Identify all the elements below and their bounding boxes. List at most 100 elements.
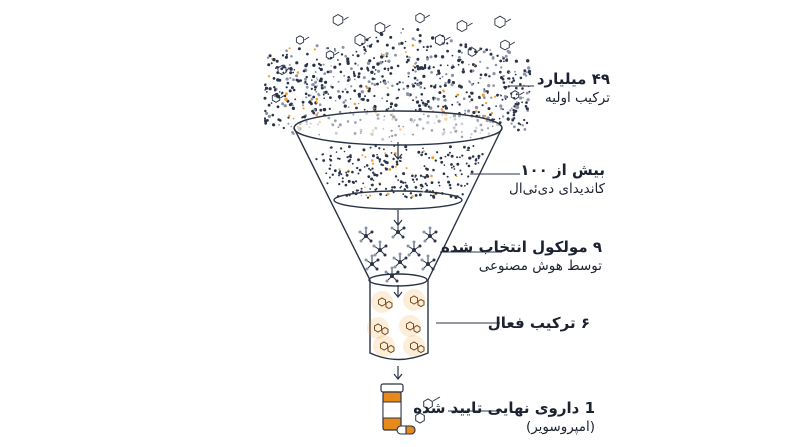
candidate-dot [474, 158, 478, 162]
compound-dot [316, 77, 318, 79]
compound-dot [356, 54, 360, 58]
compound-dot [362, 76, 366, 80]
compound-dot [272, 77, 276, 80]
compound-dot [304, 64, 308, 68]
compound-dot [411, 44, 415, 47]
candidate-dot [360, 187, 363, 190]
compound-dot [284, 55, 288, 59]
selected-molecule-icon [364, 254, 380, 271]
candidate-dot [367, 175, 371, 179]
candidate-dot [423, 165, 426, 168]
compound-dot [406, 58, 410, 62]
candidate-dot [419, 174, 423, 177]
candidate-dot [349, 155, 352, 159]
compound-dot [496, 94, 499, 97]
candidate-dot [403, 188, 406, 191]
compound-dot [285, 92, 288, 96]
candidate-dot [338, 171, 341, 175]
compound-dot [423, 65, 427, 68]
compound-dot [264, 83, 267, 87]
compound-dot [353, 89, 357, 93]
flow-arrows [393, 142, 403, 380]
molecule-atom [376, 258, 380, 262]
molecule-atom [385, 279, 389, 283]
compound-dot [439, 64, 442, 67]
cloud-molecule-icon [295, 35, 310, 45]
compound-dot [316, 79, 319, 81]
compound-dot [346, 90, 349, 94]
compound-dot [328, 107, 331, 110]
candidate-dot [383, 148, 385, 151]
candidate-dot [406, 186, 409, 189]
compound-dot [387, 69, 390, 72]
compound-dot [272, 123, 276, 127]
candidate-dot [411, 178, 415, 181]
candidate-dot [414, 194, 418, 197]
compound-dot [514, 102, 518, 106]
compound-dot [457, 63, 460, 66]
molecule-bond [280, 94, 286, 99]
compound-dot [344, 54, 348, 58]
compound-dot [400, 32, 402, 34]
compound-dot [524, 104, 528, 108]
candidate-dot [351, 180, 355, 184]
compound-dot [514, 73, 517, 76]
compound-dot [370, 70, 374, 75]
candidate-dot [400, 185, 403, 188]
compound-dot [494, 63, 498, 67]
candidate-dot [363, 166, 366, 168]
molecule-ring [295, 35, 305, 45]
compound-dot [519, 83, 522, 86]
candidate-dot [348, 145, 351, 149]
molecule-atom [418, 244, 422, 248]
compound-dot [368, 59, 372, 63]
compound-dot [441, 75, 444, 78]
final-molecule-icon [415, 396, 441, 424]
leader-lines [436, 85, 534, 412]
compound-dot [422, 74, 426, 78]
compound-dot [444, 106, 448, 110]
compound-dot [468, 95, 471, 98]
molecule-atom [370, 254, 374, 258]
compound-dot [501, 98, 504, 101]
compound-dot [357, 64, 359, 66]
compound-dot [512, 113, 516, 117]
compound-dot [330, 65, 333, 67]
compound-dot [418, 108, 422, 112]
compound-dot [437, 71, 441, 75]
compound-dot [498, 70, 502, 74]
candidate-dot [402, 193, 405, 196]
compound-dot [475, 110, 478, 113]
compound-dot [478, 95, 481, 99]
compound-dot [376, 82, 379, 86]
compound-dot [412, 99, 414, 102]
candidate-dot [357, 158, 360, 162]
cloud-molecule-icon [271, 93, 286, 103]
compound-dot [323, 85, 327, 89]
compound-dot [420, 99, 423, 102]
compound-dot [456, 101, 459, 104]
compound-dot [340, 53, 344, 56]
candidate-dot [467, 175, 470, 178]
compound-dot [406, 84, 410, 88]
candidate-dot [378, 183, 382, 186]
compound-dot [418, 41, 421, 44]
candidate-dot [430, 174, 433, 178]
compound-dot [412, 84, 416, 88]
candidate-dot [358, 168, 362, 172]
compound-dot [484, 73, 488, 77]
compound-dot [263, 117, 267, 120]
compound-dot [511, 118, 514, 122]
candidate-dot [374, 144, 377, 148]
candidate-dot [467, 164, 471, 168]
candidate-dot [366, 196, 370, 199]
compound-dot [302, 69, 306, 73]
compound-dot [414, 62, 417, 65]
compound-dot [416, 64, 419, 68]
compound-dot [265, 91, 268, 93]
compound-dot [457, 58, 461, 63]
candidate-dot [429, 194, 432, 197]
compound-dot [289, 77, 292, 79]
candidate-dot [420, 153, 423, 157]
candidate-dot [325, 172, 328, 175]
